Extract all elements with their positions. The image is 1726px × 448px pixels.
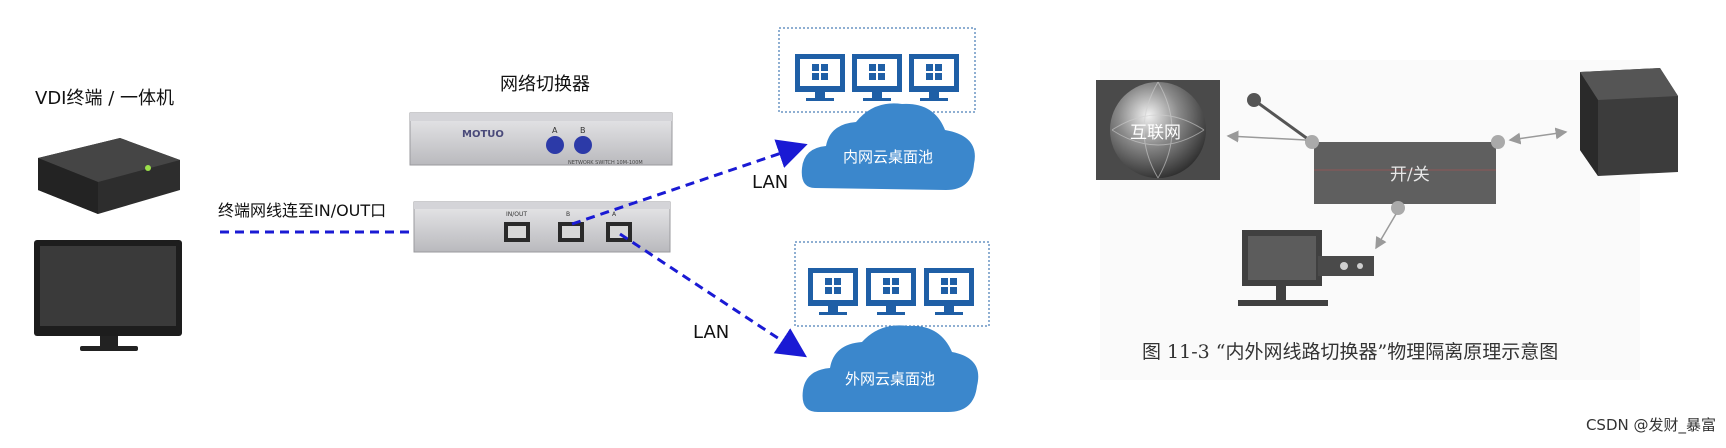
- windows-monitor-icon: [808, 268, 858, 315]
- isolation-figure: 互联网 开/关 图: [1096, 60, 1678, 380]
- switch-rear-view: IN/OUT B A: [413, 201, 671, 253]
- arrow-to-internet: [1226, 130, 1307, 143]
- extranet-cloud-label: 外网云桌面池: [845, 370, 935, 388]
- switch-title: 网络切换器: [500, 74, 590, 95]
- cable-label: 终端网线连至IN/OUT口: [218, 201, 386, 220]
- lan-label-top: LAN: [752, 172, 788, 193]
- figure-caption: 图 11-3 “内外网线路切换器”物理隔离原理示意图: [1142, 341, 1558, 363]
- all-in-one-monitor: [34, 240, 182, 351]
- extranet-monitors: [808, 268, 974, 315]
- windows-monitor-icon: [924, 268, 974, 315]
- lan-label-bottom: LAN: [693, 322, 729, 343]
- arrow-to-pc: [1375, 213, 1397, 250]
- switch-button-a: [546, 136, 564, 154]
- lever-knob: [1247, 93, 1261, 107]
- lan-arrow-top: [571, 139, 808, 226]
- extranet-monitor-group: [794, 241, 990, 327]
- internet-label: 互联网: [1130, 123, 1181, 143]
- switch-button-b: [574, 136, 592, 154]
- thin-client-device: [38, 138, 180, 214]
- intranet-monitors: [795, 54, 959, 101]
- switch-lever: [1253, 98, 1313, 144]
- windows-monitor-icon: [909, 54, 959, 101]
- intranet-cloud: [801, 103, 975, 190]
- lan-arrow-bottom: [619, 232, 808, 358]
- windows-monitor-icon: [852, 54, 902, 101]
- server-tower-icon: [1580, 68, 1678, 176]
- pc-monitor-icon: [1238, 230, 1374, 306]
- intranet-cloud-label: 内网云桌面池: [843, 148, 933, 166]
- button-label-a: A: [552, 126, 558, 135]
- port-label-a: A: [612, 211, 617, 218]
- switch-front-text: NETWORK SWITCH 10M-100M: [568, 160, 643, 166]
- windows-monitor-icon: [795, 54, 845, 101]
- port-label-inout: IN/OUT: [506, 211, 527, 218]
- switch-box: [1314, 142, 1496, 204]
- arrow-to-server: [1508, 127, 1568, 145]
- vdi-label: VDI终端 / 一体机: [35, 88, 174, 109]
- switch-label: 开/关: [1390, 165, 1430, 185]
- watermark: CSDN @发财_暴富: [1586, 416, 1716, 435]
- internet-globe-icon: [1096, 80, 1220, 180]
- button-label-b: B: [580, 126, 586, 135]
- extranet-cloud: [802, 325, 979, 412]
- switch-brand: MOTUO: [462, 129, 504, 140]
- windows-monitor-icon: [866, 268, 916, 315]
- port-label-b: B: [566, 211, 570, 218]
- switch-front-view: MOTUO A B NETWORK SWITCH 10M-100M: [409, 112, 673, 166]
